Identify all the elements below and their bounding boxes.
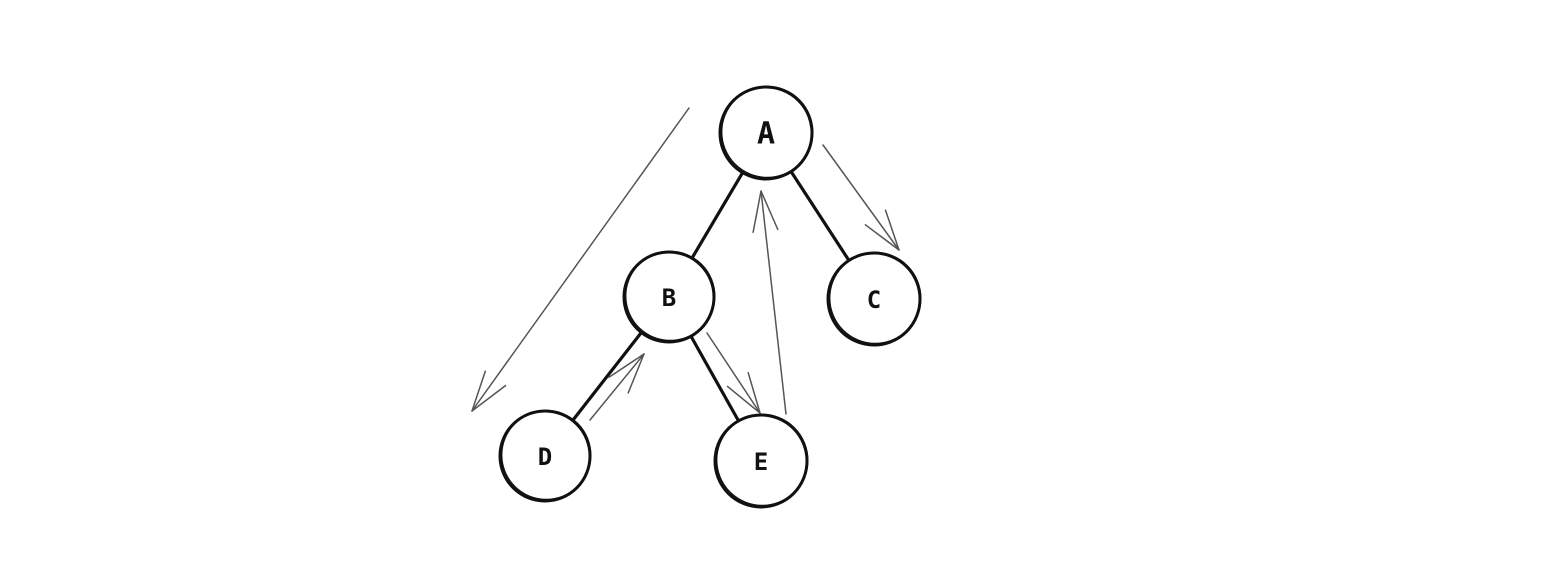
node-label-b: B [662, 284, 676, 312]
edge-b-d [569, 329, 645, 424]
node-e: E [713, 413, 809, 509]
traversal-arrow-a-d [471, 107, 690, 412]
tree-nodes: A B C D E [498, 85, 922, 509]
traversal-arrow-a-c [822, 144, 900, 251]
edge-a-c [788, 168, 852, 264]
edge-a-b [689, 169, 746, 262]
node-c: C [826, 251, 922, 347]
traversal-arrow-b-e [706, 332, 761, 414]
traversal-arrow-d-b [589, 353, 645, 421]
node-a: A [718, 85, 814, 181]
node-b: B [622, 250, 716, 344]
node-label-e: E [754, 448, 768, 476]
node-label-c: C [867, 286, 881, 314]
traversal-arrows [471, 107, 900, 421]
traversal-arrow-e-a [752, 190, 787, 415]
node-label-a: A [757, 117, 775, 152]
tree-edges [569, 168, 852, 425]
node-label-d: D [538, 443, 552, 471]
node-d: D [498, 409, 592, 503]
edge-b-e [688, 332, 742, 425]
